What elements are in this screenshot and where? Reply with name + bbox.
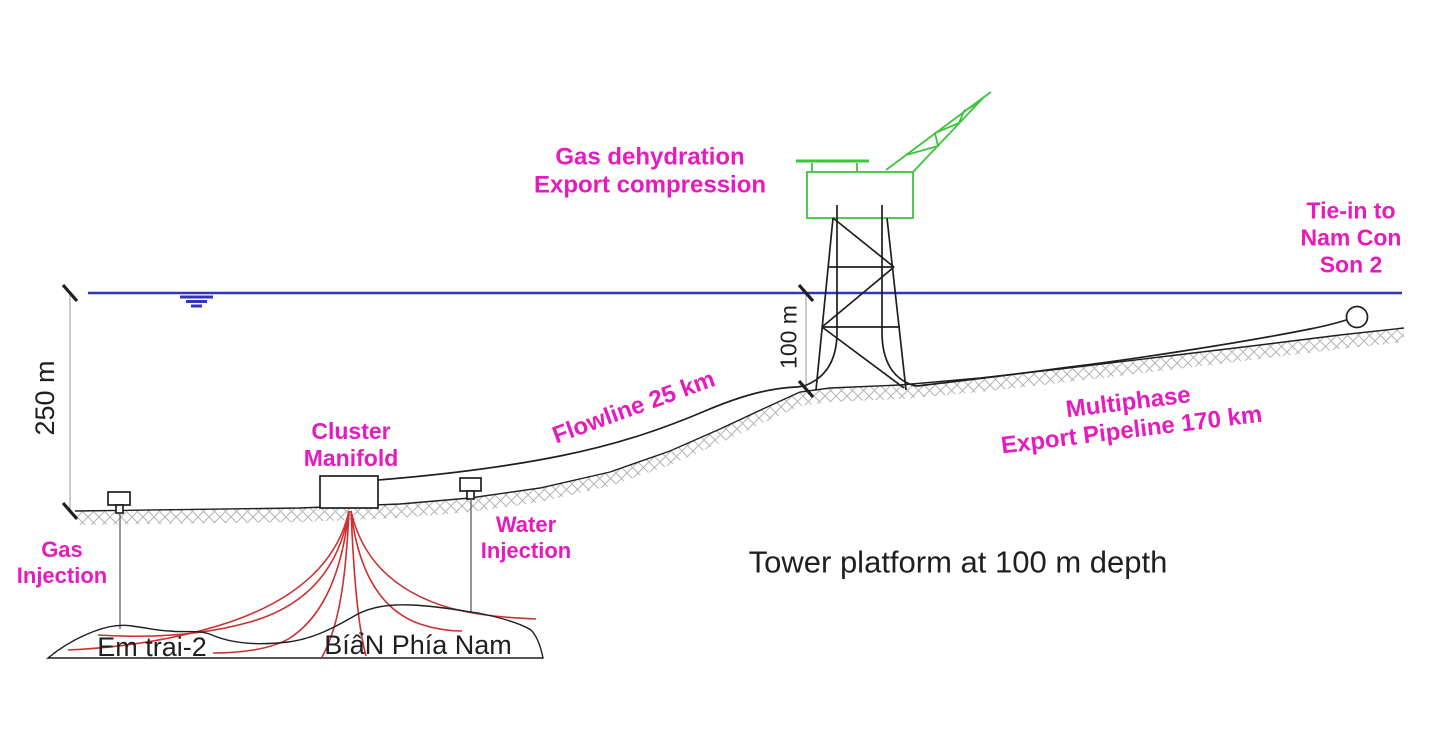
water-injection-wellhead bbox=[459, 477, 482, 613]
export-pipeline-path bbox=[916, 319, 1347, 387]
flare-boom-icon bbox=[885, 91, 992, 173]
seabed-hatch bbox=[75, 328, 1404, 525]
tower-jacket bbox=[796, 205, 918, 391]
gas-injection-wellhead bbox=[107, 491, 131, 629]
well-paths bbox=[67, 510, 537, 658]
reservoir-outline bbox=[46, 604, 544, 659]
cluster-manifold-box bbox=[319, 475, 379, 509]
dimension-250m bbox=[61, 283, 79, 521]
seabed-line bbox=[74, 327, 1405, 512]
tie-in-point bbox=[1345, 305, 1369, 329]
riser-right bbox=[881, 205, 918, 387]
dimension-100m bbox=[797, 283, 815, 399]
helideck-icon bbox=[796, 159, 869, 172]
riser-left bbox=[796, 205, 838, 388]
water-level-icon bbox=[180, 295, 213, 308]
platform-topsides bbox=[796, 91, 992, 219]
flowline-path bbox=[377, 386, 798, 481]
